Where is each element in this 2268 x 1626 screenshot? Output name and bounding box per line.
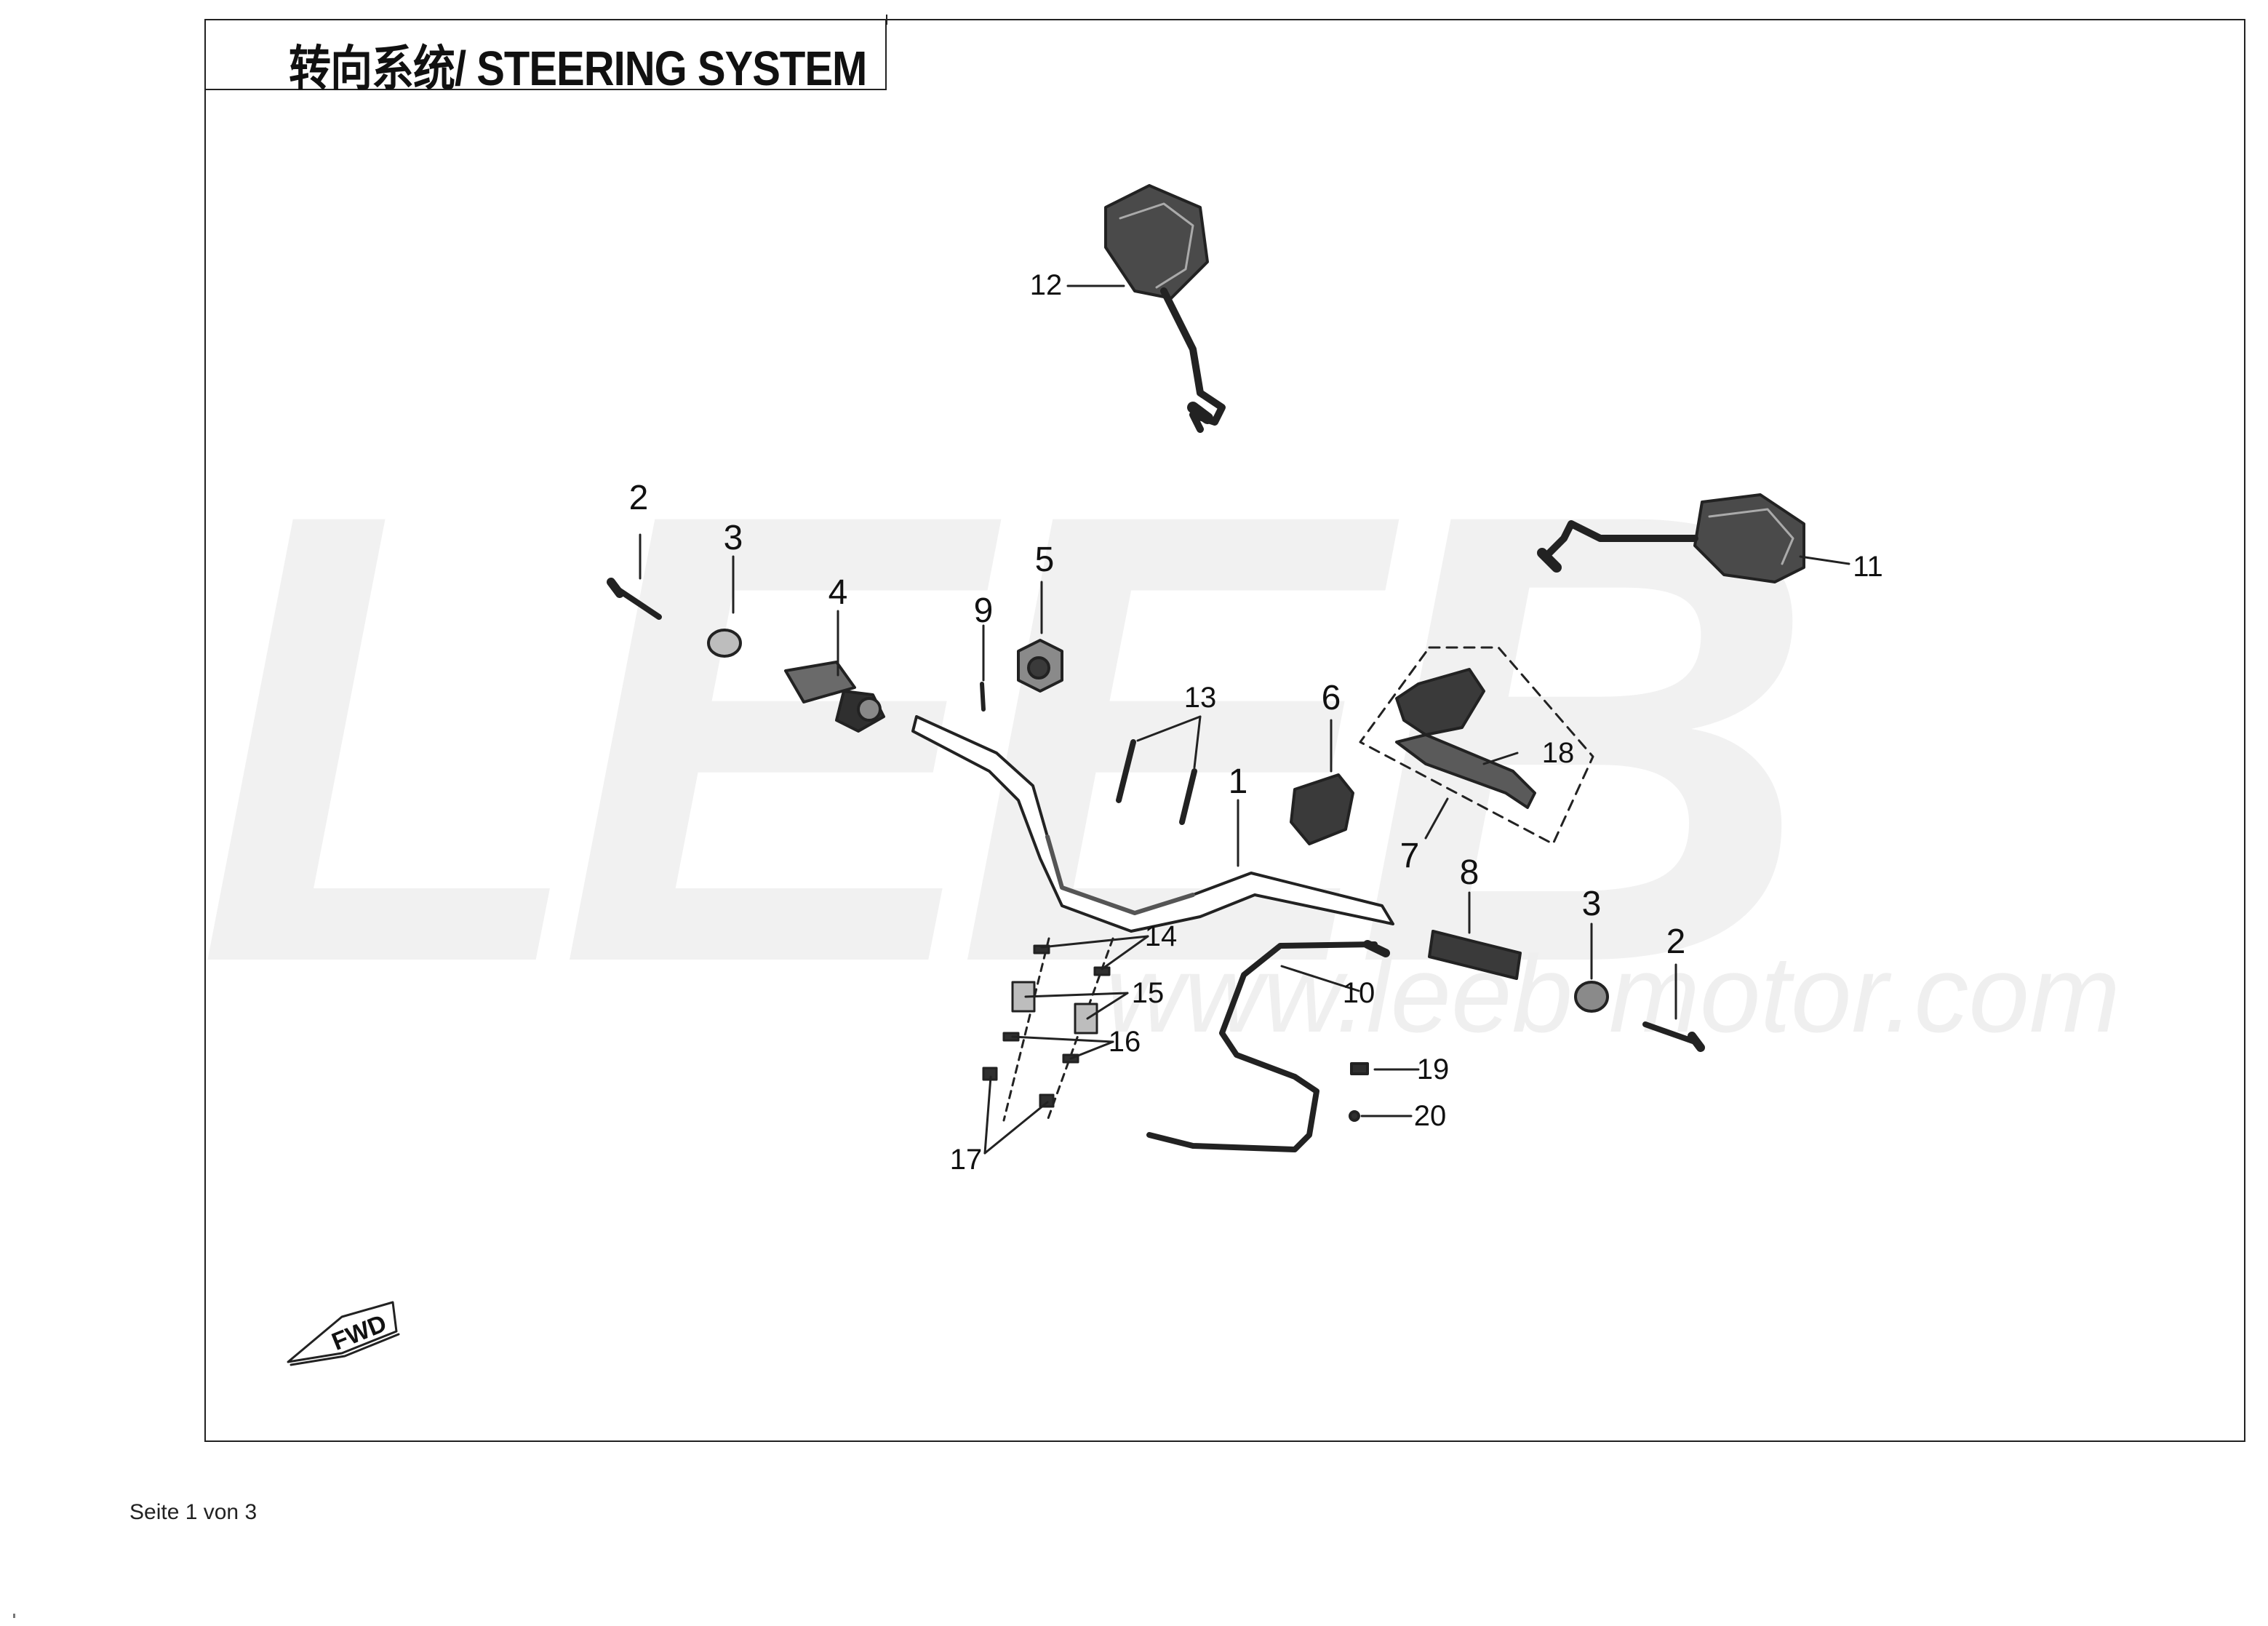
callout-12: 12: [1030, 269, 1063, 301]
callout-2-right: 2: [1666, 922, 1686, 961]
callout-10: 10: [1343, 977, 1375, 1009]
title-box: 转向系统/ STEERING SYSTEM: [204, 19, 887, 96]
title-tick-mark: [886, 15, 887, 25]
callout-4: 4: [828, 573, 848, 612]
callout-5: 5: [1035, 541, 1055, 579]
callout-18: 18: [1542, 737, 1575, 769]
mirror-right-part: [1537, 493, 1805, 583]
leeb-watermark-logo: LEEB: [196, 380, 1816, 1096]
leader-lines: [639, 284, 1850, 1155]
page-footer: Seite 1 von 3: [129, 1500, 257, 1524]
callout-3-right: 3: [1582, 885, 1602, 923]
bar-end-bolt-right: [1642, 1021, 1705, 1052]
callout-15: 15: [1132, 977, 1165, 1009]
callout-6: 6: [1322, 679, 1341, 717]
bar-end-weight-right: [1574, 981, 1609, 1013]
throttle-grip-part: [784, 661, 885, 733]
left-grip-part: [1428, 930, 1522, 980]
small-pin-part: [1349, 1110, 1360, 1122]
callout-2-left: 2: [629, 479, 649, 517]
stray-mark: [13, 1614, 15, 1618]
callout-17: 17: [950, 1144, 983, 1176]
callout-19: 19: [1417, 1053, 1450, 1085]
callout-20: 20: [1414, 1100, 1447, 1132]
callout-8: 8: [1460, 853, 1480, 892]
switch-housing-part: [1017, 639, 1063, 693]
diagram-frame: [204, 19, 2245, 1442]
callout-1: 1: [1229, 762, 1248, 801]
callout-13: 13: [1184, 682, 1217, 714]
forward-direction-arrow: [287, 1301, 400, 1366]
callout-11: 11: [1853, 551, 1883, 583]
screw-part: [980, 682, 986, 712]
callout-9: 9: [974, 591, 994, 630]
handlebar-part: [911, 715, 1394, 933]
cable-end-fitting: [1363, 940, 1390, 957]
bar-end-weight-left: [707, 629, 742, 658]
riser-studs-part: [1116, 739, 1197, 825]
small-clip-part: [1350, 1062, 1369, 1075]
bar-end-bolt-left: [607, 578, 662, 620]
page-title: 转向系统/ STEERING SYSTEM: [289, 41, 867, 96]
switch-cover-part: [1290, 773, 1354, 845]
callout-7: 7: [1400, 837, 1420, 875]
riser-stack-left: [982, 937, 1114, 1122]
throttle-cable-part: [1146, 941, 1378, 1152]
callout-16: 16: [1109, 1026, 1141, 1058]
clutch-lever-assembly: [1359, 646, 1594, 845]
callout-3-left: 3: [724, 519, 743, 557]
mirror-left-part: [1104, 184, 1226, 433]
callout-14: 14: [1145, 920, 1178, 952]
